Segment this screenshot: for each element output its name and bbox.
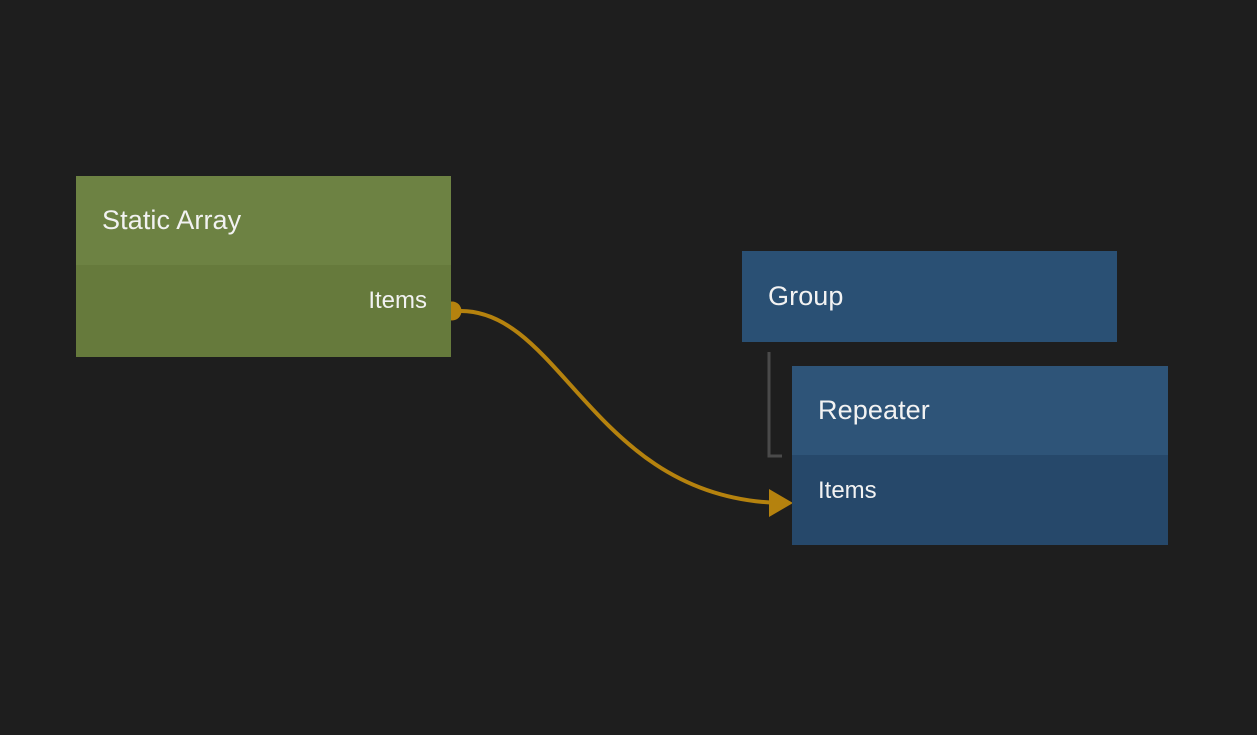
port-static-array-items-out[interactable]: Items xyxy=(368,289,427,313)
edge-arrowhead-icon xyxy=(769,489,793,517)
node-group-header[interactable]: Group xyxy=(742,251,1117,342)
node-repeater-body: Items xyxy=(792,455,1168,545)
port-static-array-items-out-label: Items xyxy=(368,287,427,314)
hierarchy-connector-group-to-repeater xyxy=(767,352,782,458)
node-static-array-body: Items xyxy=(76,265,451,357)
node-static-array-title: Static Array xyxy=(102,205,242,235)
port-repeater-items-in-label: Items xyxy=(818,477,877,504)
port-repeater-items-in[interactable]: Items xyxy=(818,479,877,503)
node-repeater-header[interactable]: Repeater xyxy=(792,366,1168,455)
node-static-array-header[interactable]: Static Array xyxy=(76,176,451,265)
node-group[interactable]: Group xyxy=(742,251,1117,342)
node-static-array[interactable]: Static Array Items xyxy=(76,176,451,357)
node-repeater-title: Repeater xyxy=(818,395,930,425)
edge-items-to-items[interactable] xyxy=(459,309,788,505)
node-group-title: Group xyxy=(768,281,844,311)
node-repeater[interactable]: Repeater Items xyxy=(792,366,1168,545)
